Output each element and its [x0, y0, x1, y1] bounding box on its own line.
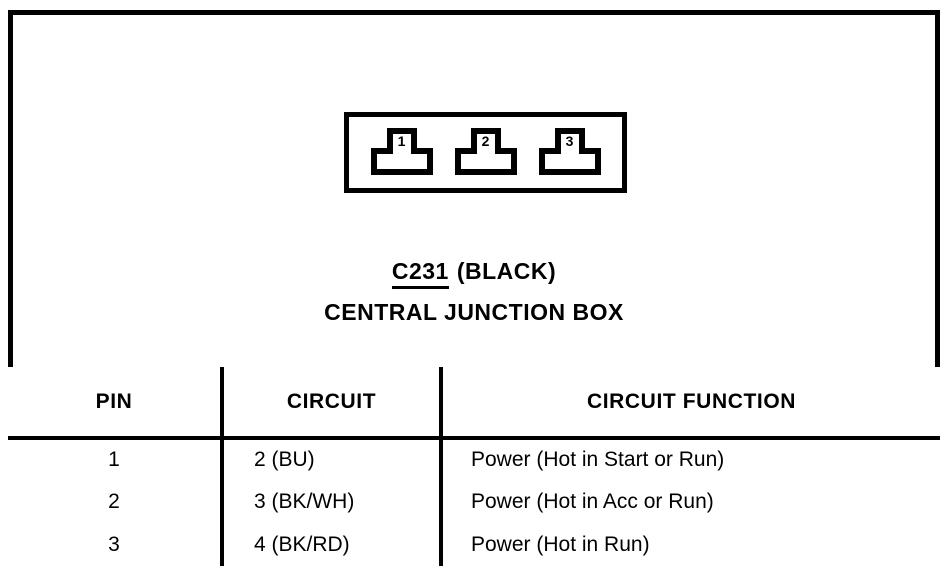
cell-circuit: 3 (BK/WH)	[222, 480, 443, 524]
t-cavity-icon	[538, 127, 601, 175]
connector-color-label: (BLACK)	[456, 258, 557, 284]
t-cavity-icon	[370, 127, 433, 175]
pinout-table: PIN CIRCUIT CIRCUIT FUNCTION 1 2 (BU) Po…	[8, 367, 940, 566]
pin-cavity-3: 3	[538, 127, 601, 178]
pin-cavity-1: 1	[370, 127, 433, 178]
column-header-pin: PIN	[8, 367, 224, 440]
cell-circuit: 4 (BK/RD)	[222, 523, 443, 566]
connector-housing-diagram: 1 2 3	[344, 112, 627, 193]
column-header-circuit: CIRCUIT	[222, 367, 443, 440]
connector-title: C231 (BLACK)	[8, 258, 940, 289]
connector-name: CENTRAL JUNCTION BOX	[324, 299, 624, 325]
cell-circuit: 2 (BU)	[222, 438, 443, 481]
table-header-row: PIN CIRCUIT CIRCUIT FUNCTION	[8, 367, 940, 440]
cavity-row: 1 2 3	[349, 117, 622, 188]
cell-pin: 2	[8, 480, 224, 524]
column-header-function: CIRCUIT FUNCTION	[441, 367, 940, 440]
cell-pin: 1	[8, 438, 224, 481]
pin-cavity-2: 2	[454, 127, 517, 178]
table-row: 2 3 (BK/WH) Power (Hot in Acc or Run)	[8, 480, 940, 524]
table-row: 1 2 (BU) Power (Hot in Start or Run)	[8, 438, 940, 481]
pinout-table-body: 1 2 (BU) Power (Hot in Start or Run) 2 3…	[8, 438, 940, 566]
cell-function: Power (Hot in Acc or Run)	[471, 489, 714, 513]
table-row: 3 4 (BK/RD) Power (Hot in Run)	[8, 523, 940, 566]
t-cavity-icon	[454, 127, 517, 175]
connector-title-block: C231 (BLACK) CENTRAL JUNCTION BOX	[8, 258, 940, 326]
cell-pin: 3	[8, 523, 224, 566]
connector-code: C231	[391, 258, 449, 289]
cell-function: Power (Hot in Run)	[471, 532, 650, 556]
pinout-table-head: PIN CIRCUIT CIRCUIT FUNCTION	[8, 367, 940, 440]
cell-function: Power (Hot in Start or Run)	[471, 448, 725, 472]
